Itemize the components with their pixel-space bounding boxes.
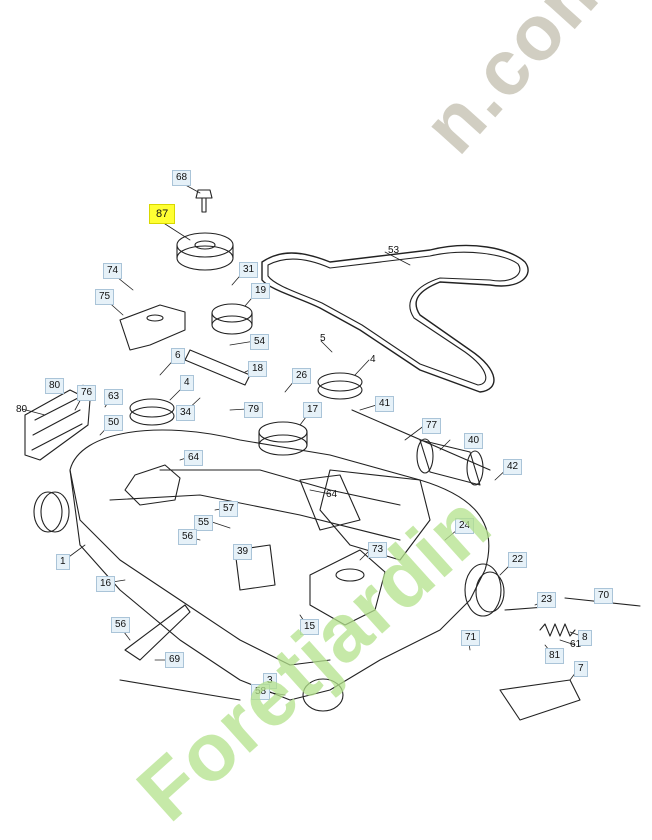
callout-19: 19 [251,283,271,299]
callout-81: 81 [545,648,565,664]
callout-34: 34 [176,405,196,421]
callout-80-lower: 80 [16,404,28,415]
callout-41: 41 [375,396,395,412]
callout-75: 75 [95,289,115,305]
callout-80-upper: 80 [45,378,65,394]
callout-70: 70 [594,588,614,604]
anti-scalp-roller-40 [419,439,481,486]
gauge-wheel-bottom [302,678,344,712]
callout-17: 17 [303,402,323,418]
callout-24: 24 [455,518,475,534]
callout-87: 87 [149,204,176,224]
callout-53: 53 [388,245,400,256]
drive-belt [261,244,529,393]
callout-6: 6 [171,348,185,364]
parts-line-drawing [21,181,641,721]
callout-54: 54 [250,334,270,350]
callout-58: 58 [251,684,271,700]
mower-deck [69,429,490,701]
callout-74: 74 [103,263,123,279]
callout-64-upper: 64 [184,450,204,466]
callout-8: 8 [578,630,592,646]
spring-8 [539,623,576,637]
callout-1: 1 [56,554,70,570]
pulley-4-right [317,372,363,392]
callout-5: 5 [320,333,326,344]
callout-15: 15 [300,619,320,635]
callout-76: 76 [77,385,97,401]
callout-4-right: 4 [370,354,376,365]
callout-55: 55 [194,515,214,531]
gauge-wheel-22 [464,563,502,617]
callout-4-left: 4 [180,375,194,391]
lift-arm-56 [124,604,191,661]
callout-39: 39 [233,544,253,560]
callout-64-lower: 64 [326,489,338,500]
callout-23: 23 [537,592,557,608]
gauge-wheel-left [33,491,63,533]
callout-26: 26 [292,368,312,384]
deck-bracket-plate [319,469,431,561]
callout-42: 42 [503,459,523,475]
bracket-39 [234,544,276,591]
link-bar-7 [499,679,581,721]
deflector-guard-76 [24,389,91,461]
callout-31: 31 [239,262,259,278]
callout-71: 71 [461,630,481,646]
callout-79: 79 [244,402,264,418]
callout-57: 57 [219,501,239,517]
callout-50: 50 [104,415,124,431]
callout-22: 22 [508,552,528,568]
callout-61: 61 [570,639,582,650]
pulley-19 [211,303,253,323]
callout-56-lower: 56 [111,617,131,633]
callout-69: 69 [165,652,185,668]
pulley-4-left [129,398,175,418]
callout-7: 7 [574,661,588,677]
callout-40: 40 [464,433,484,449]
callout-73: 73 [368,542,388,558]
idler-arm-18 [184,349,251,386]
callout-56-upper: 56 [178,529,198,545]
belt-cover-73 [309,549,386,626]
bolt-68 [195,189,213,213]
pulley-bracket-75 [119,304,186,351]
callout-18: 18 [248,361,268,377]
callout-16: 16 [96,576,116,592]
callout-77: 77 [422,418,442,434]
callout-63: 63 [104,389,124,405]
callout-68: 68 [172,170,192,186]
spindle-assembly [124,464,181,506]
drawbar [119,679,241,701]
mower-deck-parts-diagram: 87 68 74 31 53 75 19 54 5 6 18 4 4 80 76… [16,0,641,838]
